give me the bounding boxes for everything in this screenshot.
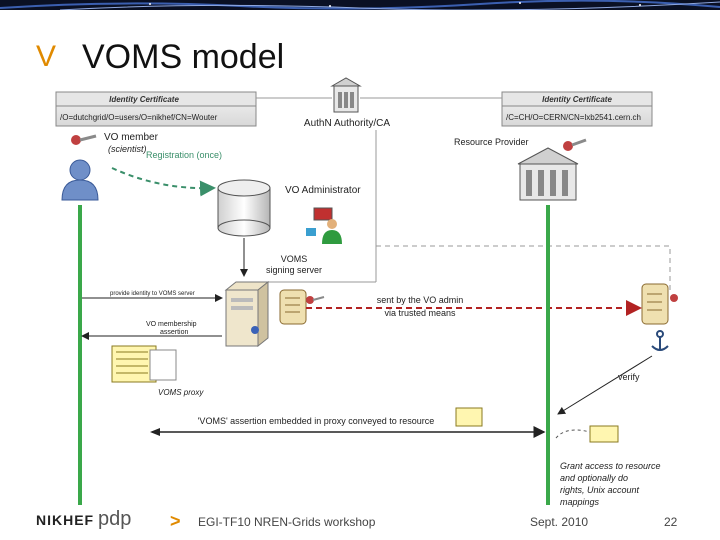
voms-proxy-label: VOMS proxy [158,388,204,397]
registration-arrow [111,167,216,197]
footer-date: Sept. 2010 [530,515,589,529]
slide-title: VOMS model [82,38,285,76]
key-icon-left [71,134,97,145]
key-icon-center [306,296,325,304]
cert-right-header: Identity Certificate [542,95,612,104]
cert-right-dn: /C=CH/O=CERN/CN=lxb2541.cern.ch [506,113,641,122]
grant-line-1: Grant access to resource [560,461,661,471]
anchor-icon [651,330,669,351]
grant-line-4: mappings [560,497,600,507]
resource-provider-label: Resource Provider [454,137,529,147]
assertion-conveyed-arrowhead [150,428,160,436]
scroll-icon-right [641,283,669,325]
scroll-icon-center [279,289,307,325]
pdp-logo: pdp [98,508,132,530]
proxy-document-small-icon [455,407,483,427]
voms-server-label-2: signing server [266,265,322,275]
top-banner [0,0,720,10]
grant-line-3: rights, Unix account [560,485,640,495]
resource-config-line [376,245,671,290]
footer-event: EGI-TF10 NREN-Grids workshop [198,515,376,529]
resource-provider-icon [517,147,579,201]
trusted-means-label: via trusted means [384,308,456,318]
cert-left-header: Identity Certificate [109,95,179,104]
vo-member-label: VO member [104,132,159,143]
vo-admin-label: VO Administrator [285,185,361,196]
footer-arrow-icon: > [170,511,181,531]
provide-identity-label: provide identity to VOMS server [110,291,195,297]
vo-member-icon [61,159,99,201]
voms-proxy-document-icon [111,345,177,383]
assertion-conveyed-label: 'VOMS' assertion embedded in proxy conve… [198,416,435,426]
verify-arrow [557,355,653,415]
sent-by-admin-label: sent by the VO admin [377,295,464,305]
nikhef-logo: NIKHEF [36,512,95,528]
footer-page-number: 22 [664,515,678,529]
authn-authority-icon [330,77,362,113]
proxy-document-resource-icon [555,425,619,443]
key-icon-right-top [670,294,678,302]
authn-authority-label: AuthN Authority/CA [304,118,390,129]
voms-server-label-1: VOMS [281,254,308,264]
cert-left-dn: /O=dutchgrid/O=users/O=nikhef/CN=Wouter [60,113,218,122]
banner-graphic [0,0,720,10]
registration-label: Registration (once) [146,150,222,160]
membership-label-1: VO membership [146,321,197,328]
vo-admin-person-icon [306,207,342,244]
identity-certificate-right: Identity Certificate /C=CH/O=CERN/CN=lxb… [501,91,653,127]
title-bullet: V [36,40,57,73]
identity-certificate-left: Identity Certificate /O=dutchgrid/O=user… [55,91,257,127]
vo-database-icon [217,179,271,237]
grant-line-2: and optionally do [560,473,628,483]
scientist-label: (scientist) [108,144,147,154]
voms-server-icon [224,280,270,348]
membership-label-2: assertion [160,329,189,336]
verify-label: verify [618,372,640,382]
key-icon-resource [563,138,587,151]
ca-trust-lines [256,97,502,283]
